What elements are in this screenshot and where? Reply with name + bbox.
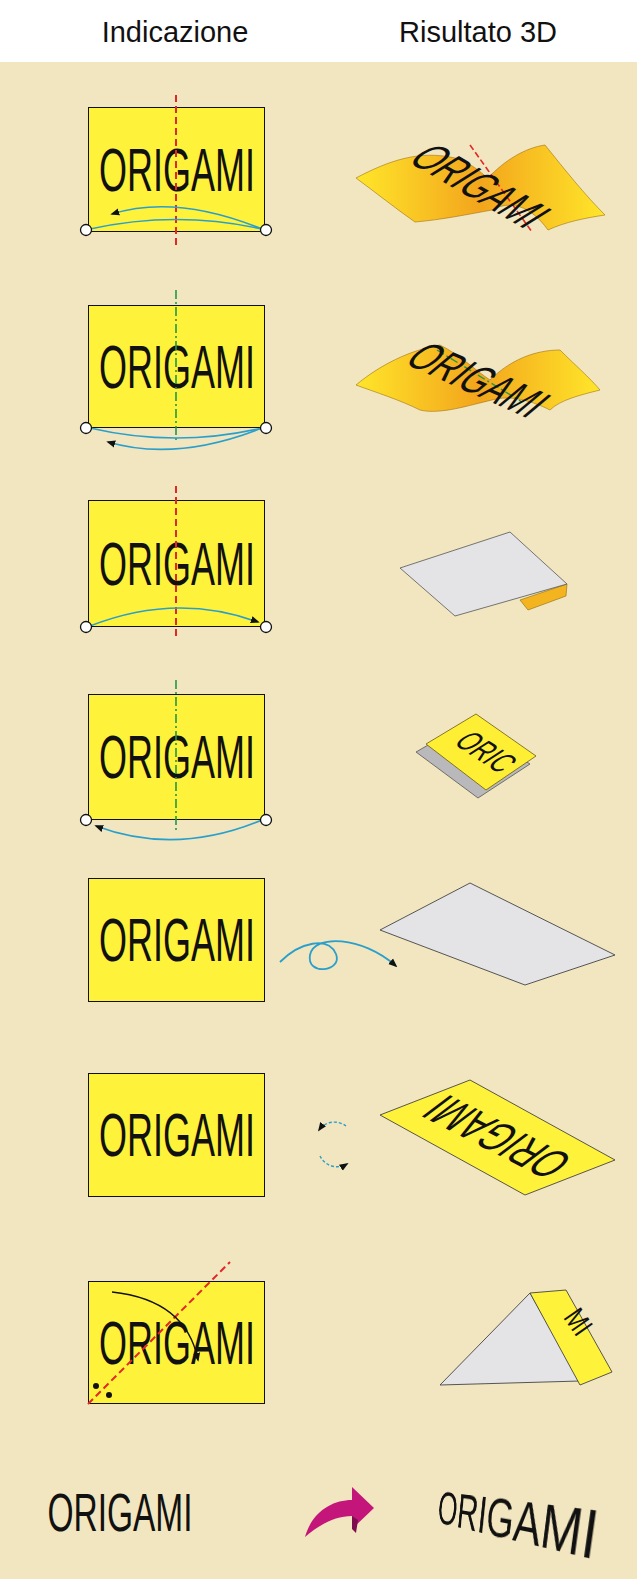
card-word: ORIGAMI bbox=[99, 726, 255, 788]
reference-point bbox=[81, 225, 92, 236]
illustration-text: ORIGAMI bbox=[436, 1484, 603, 1571]
mountain-fold-line bbox=[175, 680, 177, 832]
reference-point bbox=[81, 815, 92, 826]
paper-flap bbox=[530, 1290, 612, 1385]
fold-arrow bbox=[112, 207, 262, 229]
column-heading: Risultato 3D bbox=[399, 18, 557, 47]
card-word: ORIGAMI bbox=[99, 1104, 255, 1166]
instruction-card: ORIGAMI bbox=[88, 305, 265, 428]
instruction-card: ORIGAMI bbox=[88, 1073, 265, 1197]
paper-3d bbox=[426, 714, 536, 790]
reference-point bbox=[261, 815, 272, 826]
paper-underside bbox=[520, 584, 567, 610]
illustration-text: ORIGAMI bbox=[397, 336, 560, 423]
illustration-text: MI bbox=[559, 1303, 598, 1341]
instruction-card: ORIGAMI bbox=[88, 107, 265, 232]
reference-point bbox=[261, 622, 272, 633]
illustration-text: ORIGAMI bbox=[47, 1485, 192, 1539]
card-word: ORIGAMI bbox=[99, 336, 255, 398]
paper-underside bbox=[416, 722, 530, 798]
fold-arrow bbox=[108, 428, 262, 449]
reference-point bbox=[81, 622, 92, 633]
reference-point bbox=[261, 423, 272, 434]
rotate-arrow bbox=[319, 1122, 346, 1130]
valley-fold-line bbox=[175, 486, 177, 640]
angle-dot bbox=[93, 1383, 99, 1389]
paper-3d bbox=[380, 883, 615, 985]
instruction-card: ORIGAMI bbox=[88, 694, 265, 820]
card-word: ORIGAMI bbox=[99, 533, 255, 595]
mountain-fold-line bbox=[175, 290, 177, 440]
reference-point bbox=[261, 225, 272, 236]
instruction-card: ORIGAMI bbox=[88, 1281, 265, 1404]
valley-fold-line bbox=[175, 95, 177, 246]
card-word: ORIGAMI bbox=[99, 909, 255, 971]
reference-point bbox=[81, 423, 92, 434]
fold-arrow bbox=[96, 820, 262, 840]
column-heading: Indicazione bbox=[102, 18, 249, 47]
fold-arrow bbox=[90, 608, 258, 626]
fold-arrow bbox=[112, 1292, 198, 1360]
valley-fold-line bbox=[88, 1262, 230, 1404]
fold-arc bbox=[90, 220, 262, 230]
paper-3d bbox=[440, 1293, 580, 1385]
instruction-card: ORIGAMI bbox=[88, 500, 265, 627]
arrow-shade bbox=[352, 1516, 358, 1533]
fold-arc bbox=[90, 428, 262, 438]
angle-dot bbox=[106, 1392, 112, 1398]
illustration-text: ORIGAMI bbox=[413, 1089, 582, 1185]
beige-panel bbox=[0, 62, 637, 1579]
instruction-card: ORIGAMI bbox=[88, 878, 265, 1002]
illustration-text: ORIC bbox=[448, 727, 524, 777]
paper-3d bbox=[380, 1080, 615, 1195]
turn-over-arrow bbox=[280, 941, 396, 969]
card-word: ORIGAMI bbox=[99, 139, 255, 201]
card-word: ORIGAMI bbox=[99, 1312, 255, 1374]
transform-arrow bbox=[305, 1487, 374, 1537]
illustration-text: ORIGAMI bbox=[399, 138, 560, 233]
rotate-arrow bbox=[320, 1156, 347, 1167]
paper-3d bbox=[400, 532, 567, 616]
